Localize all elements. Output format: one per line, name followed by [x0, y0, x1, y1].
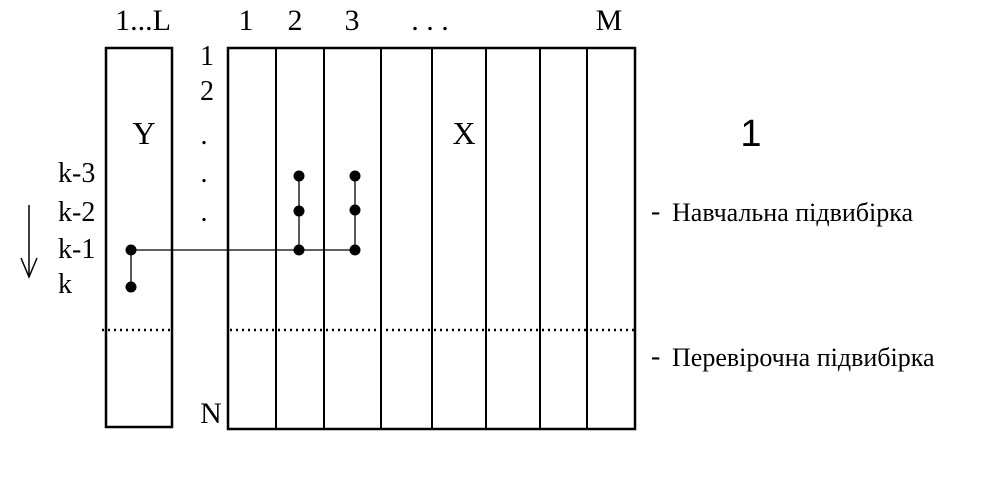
node — [349, 244, 361, 256]
row-label-dot: . — [201, 158, 208, 189]
figure-number: 1 — [740, 113, 761, 155]
lag-label-k-1: k-1 — [58, 234, 95, 265]
lag-nodes — [125, 170, 361, 293]
y-matrix-frame — [104, 46, 174, 429]
row-label-1: 1 — [200, 41, 214, 72]
legend-validation-label: Перевірочна підвибірка — [672, 343, 935, 372]
node — [349, 170, 361, 182]
row-label-n: N — [200, 397, 222, 430]
node — [293, 244, 305, 256]
node — [293, 205, 305, 217]
x-matrix-column-dividers — [275, 48, 588, 429]
x-column-label-2: 2 — [288, 4, 303, 37]
lag-label-k: k — [58, 269, 72, 300]
node — [293, 170, 305, 182]
legend-validation-dash: - — [651, 341, 660, 372]
x-column-label-3: 3 — [345, 4, 360, 37]
x-column-label-1: 1 — [239, 4, 254, 37]
node — [125, 281, 137, 293]
x-column-label-m: M — [596, 4, 623, 37]
row-label-dot: . — [201, 120, 208, 151]
row-label-2: 2 — [200, 76, 214, 107]
node — [125, 244, 137, 256]
y-column-range-label: 1...L — [115, 4, 171, 37]
x-column-label-ellipsis: . . . — [411, 4, 449, 37]
lag-connectors — [130, 176, 356, 287]
lag-label-k-2: k-2 — [58, 197, 95, 228]
lag-label-k-3: k-3 — [58, 158, 95, 189]
down-arrow-icon — [20, 205, 38, 279]
legend-training-label: Навчальна підвибірка — [672, 198, 913, 227]
legend-training-dash: - — [651, 196, 660, 227]
row-label-dot: . — [201, 197, 208, 228]
x-matrix-label: X — [452, 115, 475, 151]
y-matrix-label: Y — [132, 115, 155, 151]
node — [349, 204, 361, 216]
